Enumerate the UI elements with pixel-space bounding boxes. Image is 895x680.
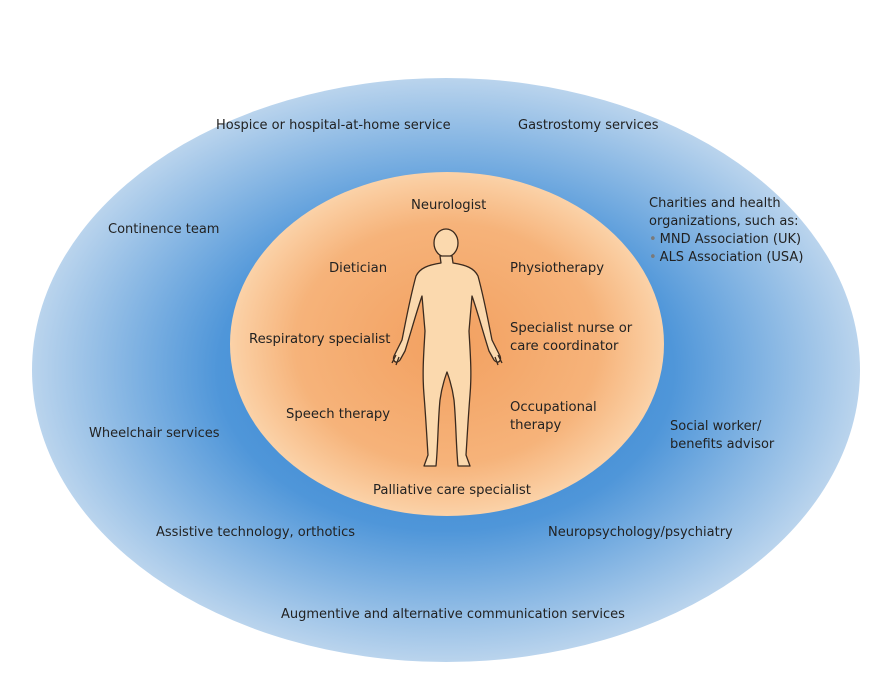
human-body-icon xyxy=(391,228,503,467)
dietician-label: Dietician xyxy=(329,261,388,276)
wheelchair-label: Wheelchair services xyxy=(89,426,220,441)
hospice-label: Hospice or hospital-at-home service xyxy=(216,118,451,133)
charity-item-text: MND Association (UK) xyxy=(659,232,802,247)
social-worker-line-2: benefits advisor xyxy=(670,437,775,452)
occupational-therapy-label: Occupational therapy xyxy=(510,399,597,435)
social-worker-label: Social worker/ benefits advisor xyxy=(670,418,774,454)
charity-item: •MND Association (UK) xyxy=(649,231,803,249)
social-worker-line-1: Social worker/ xyxy=(670,419,762,434)
specialist-nurse-label: Specialist nurse or care coordinator xyxy=(510,320,632,356)
bullet-icon: • xyxy=(649,232,657,247)
charities-line-1: Charities and health xyxy=(649,196,781,211)
bullet-icon: • xyxy=(649,250,657,265)
charity-item-text: ALS Association (USA) xyxy=(659,250,804,265)
charities-line-2: organizations, such as: xyxy=(649,214,799,229)
palliative-label: Palliative care specialist xyxy=(373,483,531,498)
specialist-nurse-line-1: Specialist nurse or xyxy=(510,321,633,336)
charities-label: Charities and health organizations, such… xyxy=(649,195,803,267)
respiratory-label: Respiratory specialist xyxy=(249,332,391,347)
continence-label: Continence team xyxy=(108,222,220,237)
augmentive-label: Augmentive and alternative communication… xyxy=(281,607,625,622)
assistive-label: Assistive technology, orthotics xyxy=(156,525,356,540)
gastrostomy-label: Gastrostomy services xyxy=(518,118,659,133)
speech-therapy-label: Speech therapy xyxy=(286,407,391,422)
neurologist-label: Neurologist xyxy=(411,198,487,213)
physiotherapy-label: Physiotherapy xyxy=(510,261,605,276)
occupational-line-1: Occupational xyxy=(510,400,597,415)
neuropsych-label: Neuropsychology/psychiatry xyxy=(548,525,733,540)
occupational-line-2: therapy xyxy=(510,418,562,433)
specialist-nurse-line-2: care coordinator xyxy=(510,339,619,354)
charity-item: •ALS Association (USA) xyxy=(649,249,803,267)
